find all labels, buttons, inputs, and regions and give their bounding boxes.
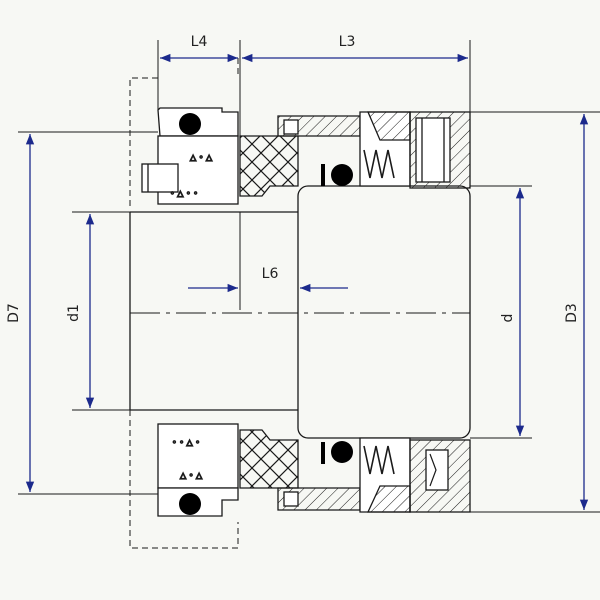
svg-text:△ ◦ △: △ ◦ △ xyxy=(180,471,203,480)
svg-text:△ ◦ △: △ ◦ △ xyxy=(190,153,213,162)
lower-rotating-oring xyxy=(331,441,353,463)
lower-stationary-seat: ◦ ◦ △ ◦ △ ◦ △ xyxy=(157,423,239,517)
svg-text:◦ △ ◦ ◦: ◦ △ ◦ ◦ xyxy=(170,189,198,198)
shaft-sleeve xyxy=(129,185,471,439)
svg-text:◦ ◦ △ ◦: ◦ ◦ △ ◦ xyxy=(172,438,200,447)
label-L4: L4 xyxy=(191,34,208,50)
upper-stationary-seat: △ ◦ △ ◦ △ ◦ ◦ xyxy=(141,107,239,205)
lower-rotating-assembly xyxy=(239,429,471,513)
label-d: d xyxy=(500,314,516,323)
label-D3: D3 xyxy=(564,303,580,323)
upper-seat-oring xyxy=(179,113,201,135)
lower-seat-oring xyxy=(179,493,201,515)
label-L6: L6 xyxy=(262,266,279,282)
lower-backup-ring xyxy=(321,442,325,464)
label-d1: d1 xyxy=(66,304,82,322)
label-D7: D7 xyxy=(6,303,22,323)
upper-rotating-oring xyxy=(331,164,353,186)
upper-backup-ring xyxy=(321,164,325,186)
upper-rotating-assembly xyxy=(239,111,471,197)
dimension-lines xyxy=(25,53,589,510)
extension-lines xyxy=(18,40,600,513)
label-L3: L3 xyxy=(339,34,356,50)
